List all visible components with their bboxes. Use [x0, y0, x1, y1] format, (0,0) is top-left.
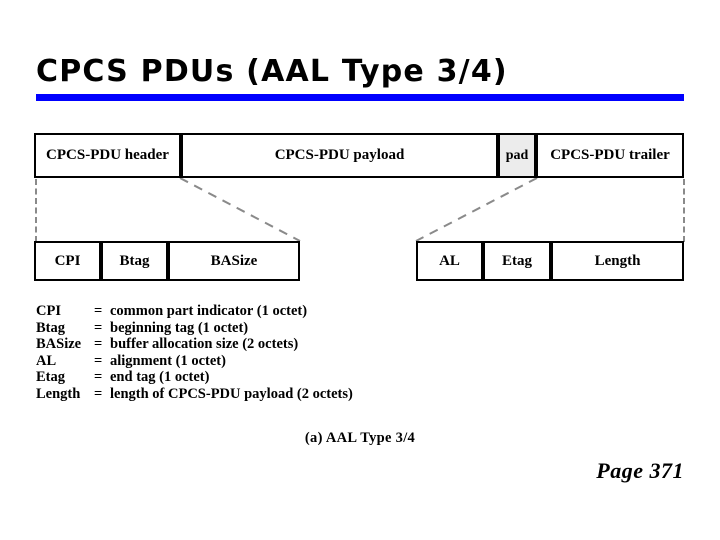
cell-etag: Etag [483, 241, 551, 281]
legend-term: Length [36, 385, 81, 402]
legend-term: AL [36, 352, 57, 369]
legend-term: Etag [36, 369, 65, 386]
detail-connector-lines [179, 177, 538, 242]
cell-cpcs-pdu-header: CPCS-PDU header [34, 133, 181, 178]
cell-cpi: CPI [34, 241, 101, 281]
legend-row: Etag = end tag (1 octet) [36, 369, 353, 386]
legend-equals: = [94, 319, 103, 336]
trailer-right-guide-line [683, 179, 685, 242]
cell-btag: Btag [101, 241, 168, 281]
abbreviation-legend: CPI = common part indicator (1 octet) Btag… [36, 303, 353, 403]
legend-description: alignment (1 octet) [110, 352, 226, 369]
cell-length: Length [551, 241, 684, 281]
legend-equals: = [94, 369, 103, 386]
legend-description: length of CPCS-PDU payload (2 octets) [110, 385, 353, 402]
legend-description: buffer allocation size (2 octets) [110, 336, 299, 353]
legend-term: Btag [36, 319, 65, 336]
legend-row: Length = length of CPCS-PDU payload (2 oct… [36, 386, 353, 403]
legend-row: CPI = common part indicator (1 octet) [36, 303, 353, 320]
legend-description: end tag (1 octet) [110, 369, 210, 386]
page-title: CPCS PDUs (AAL Type 3/4) [36, 54, 508, 89]
legend-term: CPI [36, 303, 61, 319]
legend-row: Btag = beginning tag (1 octet) [36, 320, 353, 337]
cell-al: AL [416, 241, 483, 281]
cell-pad: pad [498, 133, 536, 178]
legend-row: AL = alignment (1 octet) [36, 353, 353, 370]
legend-description: common part indicator (1 octet) [110, 303, 308, 319]
legend-term: BASize [36, 336, 82, 353]
cell-cpcs-pdu-payload: CPCS-PDU payload [181, 133, 498, 178]
legend-equals: = [94, 385, 103, 402]
legend-row: BASize = buffer allocation size (2 octets) [36, 336, 353, 353]
cell-cpcs-pdu-trailer: CPCS-PDU trailer [536, 133, 684, 178]
legend-equals: = [94, 336, 103, 353]
page-number: Page 371 [596, 458, 684, 483]
title-underline-rule [36, 94, 684, 101]
legend-equals: = [94, 352, 103, 369]
cell-basize: BASize [168, 241, 300, 281]
legend-description: beginning tag (1 octet) [110, 319, 249, 336]
legend-equals: = [94, 303, 103, 319]
figure-caption: (a) AAL Type 3/4 [304, 430, 416, 446]
header-left-guide-line [35, 179, 37, 242]
